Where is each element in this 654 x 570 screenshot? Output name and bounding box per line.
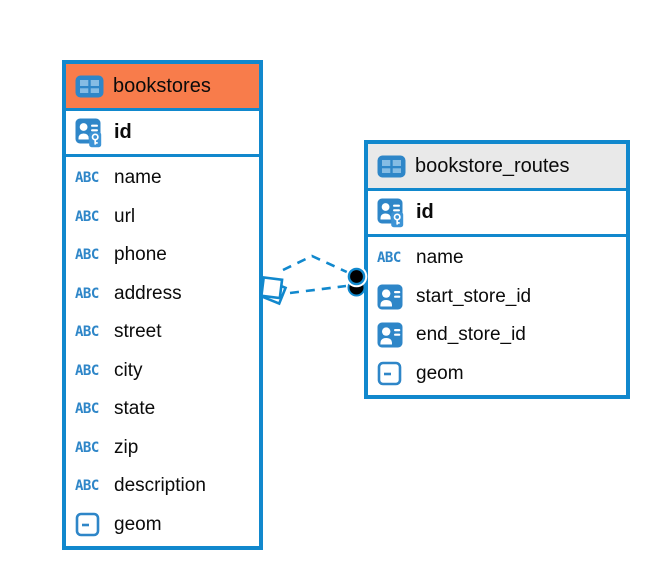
- text-abc-icon: ABC: [75, 170, 99, 187]
- geometry-icon: [377, 361, 407, 386]
- text-abc-icon: ABC: [377, 250, 401, 267]
- column-name: name: [114, 167, 162, 189]
- primary-key-row[interactable]: id: [66, 111, 259, 157]
- person-key-icon: [75, 118, 102, 147]
- person-key-icon: [377, 198, 404, 227]
- text-abc-icon: ABC: [75, 478, 99, 495]
- column-row-start_store_id[interactable]: start_store_id: [368, 278, 626, 317]
- text-abc-icon: ABC: [75, 209, 105, 225]
- table-title: bookstore_routes: [415, 154, 570, 177]
- text-abc-icon: ABC: [75, 247, 105, 263]
- primary-key-name: id: [416, 201, 434, 223]
- column-row-name[interactable]: ABC name: [368, 239, 626, 278]
- text-abc-icon: ABC: [75, 285, 99, 302]
- column-row-phone[interactable]: ABC phone: [66, 236, 259, 275]
- table-grid-icon: [377, 155, 406, 177]
- column-name: street: [114, 321, 162, 343]
- text-abc-icon: ABC: [75, 363, 105, 379]
- column-name: geom: [114, 513, 162, 535]
- column-row-state[interactable]: ABC state: [66, 390, 259, 429]
- column-name: zip: [114, 436, 139, 458]
- table-icon: [377, 155, 407, 178]
- table-grid-icon: [75, 75, 104, 97]
- column-row-geom[interactable]: geom: [368, 355, 626, 394]
- column-row-street[interactable]: ABC street: [66, 313, 259, 352]
- column-row-end_store_id[interactable]: end_store_id: [368, 316, 626, 355]
- table-title: bookstores: [113, 74, 211, 97]
- column-name: end_store_id: [416, 324, 526, 346]
- column-name: geom: [416, 362, 464, 384]
- person-ref-icon: [377, 322, 407, 348]
- relationship-line-direct[interactable]: [289, 284, 347, 295]
- table-header-bookstores[interactable]: bookstores: [66, 64, 259, 111]
- text-abc-icon: ABC: [75, 170, 105, 186]
- column-row-geom[interactable]: geom: [66, 506, 259, 545]
- column-name: description: [114, 475, 206, 497]
- text-abc-icon: ABC: [75, 439, 99, 456]
- column-name: url: [114, 205, 136, 227]
- geometry-icon: [377, 361, 402, 386]
- column-row-url[interactable]: ABC url: [66, 198, 259, 237]
- column-row-description[interactable]: ABC description: [66, 467, 259, 506]
- table-bookstore_routes[interactable]: bookstore_routes id ABC name start_store…: [364, 140, 630, 399]
- column-name: address: [114, 282, 182, 304]
- column-row-name[interactable]: ABC name: [66, 159, 259, 198]
- column-list: ABC name ABC url ABC phone ABC address A…: [66, 157, 259, 546]
- text-abc-icon: ABC: [75, 208, 99, 225]
- text-abc-icon: ABC: [75, 401, 105, 417]
- stacked-diamonds-marker[interactable]: [259, 275, 288, 306]
- column-name: start_store_id: [416, 285, 532, 307]
- person-ref-icon: [377, 284, 403, 310]
- column-row-city[interactable]: ABC city: [66, 352, 259, 391]
- column-name: state: [114, 398, 156, 420]
- primary-key-name: id: [114, 121, 132, 143]
- column-name: name: [416, 247, 464, 269]
- table-bookstores[interactable]: bookstores id ABC name ABC url ABC phone…: [62, 60, 263, 550]
- geometry-icon: [75, 512, 100, 537]
- column-list: ABC name start_store_id end_store_id geo…: [368, 237, 626, 395]
- text-abc-icon: ABC: [75, 247, 99, 264]
- person-ref-icon: [377, 284, 407, 310]
- person-ref-icon: [377, 322, 403, 348]
- relationship-line-arc[interactable]: [282, 254, 350, 275]
- column-name: phone: [114, 244, 167, 266]
- text-abc-icon: ABC: [75, 362, 99, 379]
- table-header-bookstore_routes[interactable]: bookstore_routes: [368, 144, 626, 191]
- text-abc-icon: ABC: [75, 324, 105, 340]
- text-abc-icon: ABC: [75, 324, 99, 341]
- text-abc-icon: ABC: [75, 440, 105, 456]
- text-abc-icon: ABC: [75, 478, 105, 494]
- geometry-icon: [75, 512, 105, 537]
- table-icon: [75, 75, 105, 98]
- column-row-address[interactable]: ABC address: [66, 275, 259, 314]
- text-abc-icon: ABC: [75, 286, 105, 302]
- text-abc-icon: ABC: [377, 250, 407, 266]
- column-row-zip[interactable]: ABC zip: [66, 429, 259, 468]
- text-abc-icon: ABC: [75, 401, 99, 418]
- primary-key-person-icon: [75, 118, 105, 148]
- primary-key-row[interactable]: id: [368, 191, 626, 237]
- fk-relationship-connector[interactable]: [259, 254, 368, 306]
- primary-key-person-icon: [377, 198, 407, 228]
- column-name: city: [114, 359, 143, 381]
